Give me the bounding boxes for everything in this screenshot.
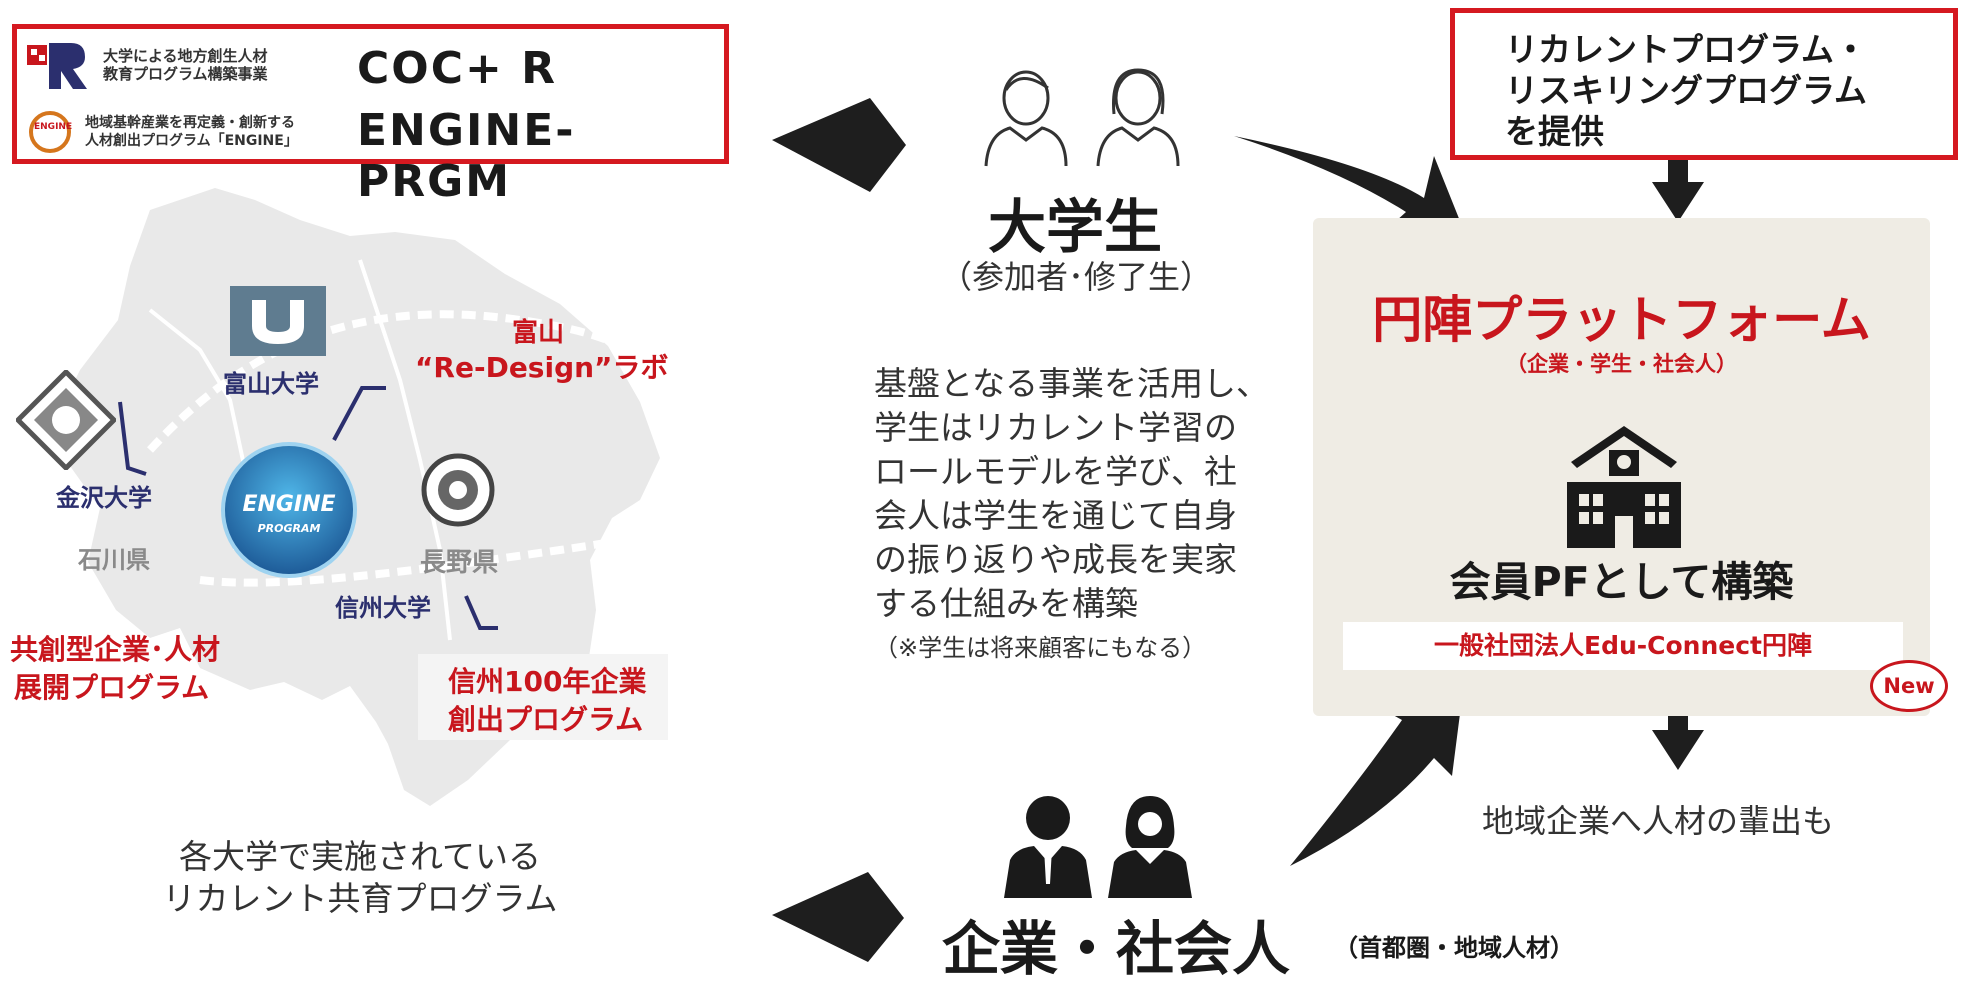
arrow-students-to-platform (1234, 136, 1462, 232)
platform-build-label: 会員PFとして構築 (1449, 558, 1794, 606)
railway-line (199, 517, 659, 587)
engine-logo-row: ENGINE 地域基幹産業を再定義・創新する 人材創出プログラム「ENGINE」 (27, 109, 298, 155)
toyama-univ-logo (230, 286, 326, 356)
kyoso-program-line1: 共創型企業･人材 (10, 633, 221, 666)
platform-subtitle: （企業・学生・社会人） (1506, 352, 1737, 376)
school-building-icon (1567, 426, 1681, 548)
platform-panel: 円陣プラットフォーム （企業・学生・社会人） 会員PFとして構築 一般社団法人E… (1313, 218, 1930, 716)
description-note: （※学生は将来顧客にもなる） (874, 634, 1207, 662)
engine-logo-text: ENGINE (34, 122, 73, 132)
shinshu-program-bg (418, 654, 668, 740)
engine-logo-icon (29, 111, 71, 153)
program-box: 大学による地方創生人材 教育プログラム構築事業 COC+ R ENGINE 地域… (12, 24, 729, 207)
toyama-univ-label: 富山大学 (223, 370, 319, 398)
coc-desc-line1: 大学による地方創生人材 (103, 47, 268, 65)
arrow-companies-to-platform (1290, 698, 1462, 866)
region-map (56, 188, 660, 806)
kyoso-program-line2: 展開プログラム (14, 671, 210, 704)
shinshu-program-line1: 信州100年企業 (448, 665, 647, 698)
arrow-provide-down (1652, 160, 1704, 222)
coc-desc-line2: 教育プログラム構築事業 (103, 65, 268, 83)
description-line: する仕組みを構築 (874, 584, 1138, 623)
platform-org-name: 一般社団法人Edu-Connect円陣 (1343, 622, 1903, 670)
ishikawa-label: 石川県 (78, 546, 150, 574)
arrow-to-students (772, 98, 906, 192)
toyama-lab-line1: 富山 (512, 318, 565, 348)
student-icons (984, 68, 1180, 167)
description-block: 基盤となる事業を活用し、 学生はリカレント学習の ロールモデルを学び、社 会人は… (874, 362, 1269, 663)
description-line: 会人は学生を通じて自身 (874, 496, 1237, 535)
description-line: 基盤となる事業を活用し、 (874, 364, 1270, 403)
engine-badge-text: ENGINE (242, 492, 336, 517)
description-line: 学生はリカレント学習の (874, 408, 1237, 447)
business-people-icons (1004, 796, 1192, 898)
arrow-platform-down (1652, 706, 1704, 770)
arrow-to-companies (772, 872, 904, 962)
kanazawa-univ-label: 金沢大学 (56, 484, 152, 512)
engine-desc-line1: 地域基幹産業を再定義・創新する (85, 115, 295, 131)
engine-program-name: ENGINE-PRGM (357, 105, 576, 207)
map-caption-line1: 各大学で実施されている (178, 837, 541, 876)
provide-line3: を提供 (1505, 112, 1604, 151)
engine-program-badge (221, 442, 357, 578)
railway-line (147, 310, 654, 453)
provide-line2: リスキリングプログラム (1505, 71, 1868, 110)
students-title: 大学生 (988, 193, 1163, 261)
shinshu-univ-logo (421, 453, 495, 527)
nagano-label: 長野県 (420, 548, 499, 578)
leader-lines (118, 386, 498, 630)
provide-box: リカレントプログラム・ リスキリングプログラム を提供 (1450, 8, 1958, 160)
coc-logo-icon (27, 43, 87, 89)
companies-subtitle: （首都圏・地域人材） (1334, 934, 1574, 962)
coc-program-name: COC+ R (357, 43, 558, 94)
engine-badge-subtext: PROGRAM (257, 522, 321, 535)
provide-line1: リカレントプログラム・ (1505, 30, 1868, 69)
description-line: の振り返りや成長を実家 (874, 540, 1237, 579)
kanazawa-univ-logo (16, 370, 116, 470)
description-line: ロールモデルを学び、社 (874, 452, 1237, 491)
map-caption: 各大学で実施されている リカレント共育プログラム (150, 836, 570, 920)
map-shape (56, 188, 660, 806)
shinshu-program-line2: 創出プログラム (448, 703, 644, 736)
companies-title: 企業・社会人 (942, 915, 1291, 983)
map-caption-line2: リカレント共育プログラム (162, 879, 558, 918)
students-subtitle: （参加者･修了生） (940, 258, 1213, 296)
engine-desc-line2: 人材創出プログラム「ENGINE」 (85, 133, 298, 149)
shinshu-univ-label: 信州大学 (335, 594, 431, 622)
toyama-lab-line2: “Re-Design”ラボ (415, 351, 669, 384)
coc-logo-row: 大学による地方創生人材 教育プログラム構築事業 (27, 39, 268, 91)
new-badge: New (1870, 660, 1948, 712)
outflow-text: 地域企業へ人材の輩出も (1482, 802, 1835, 840)
platform-title: 円陣プラットフォーム (1372, 291, 1871, 349)
